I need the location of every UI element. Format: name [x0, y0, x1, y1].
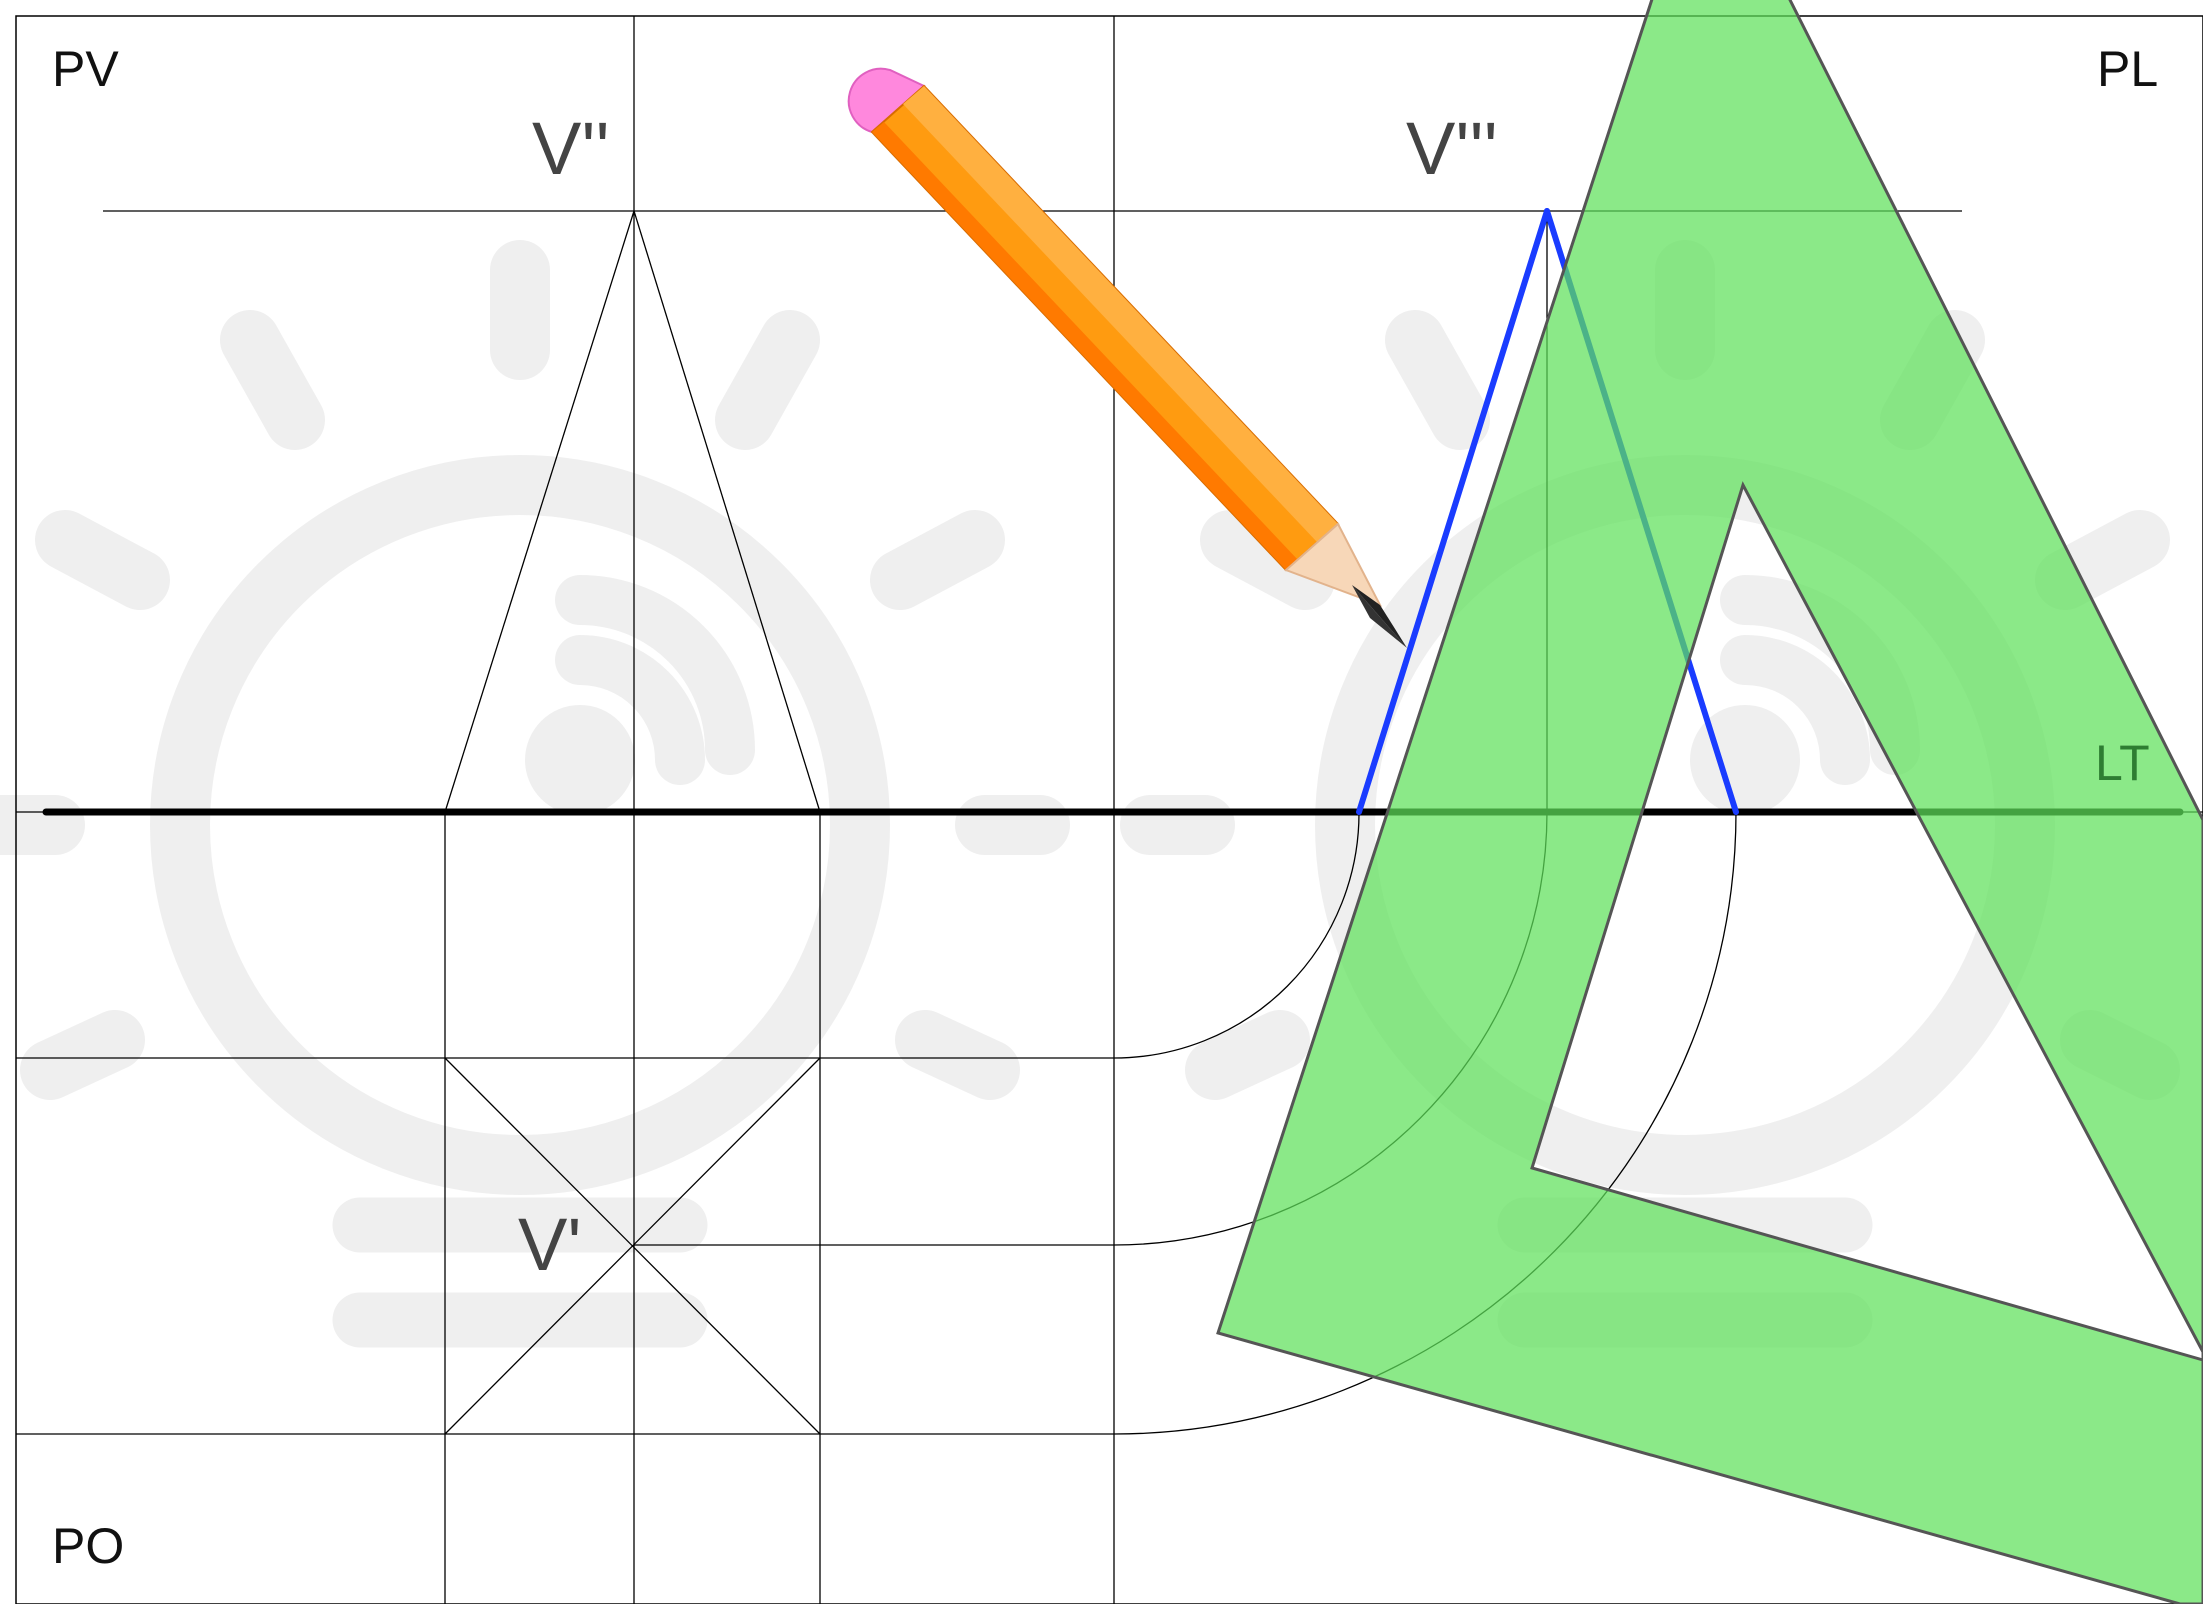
label-pl: PL — [2097, 41, 2158, 97]
label-v-top: V' — [518, 1203, 582, 1286]
label-v-front: V'' — [532, 107, 610, 190]
label-v-side: V''' — [1406, 107, 1498, 190]
drawing-frame — [15, 15, 2203, 1604]
label-lt: LT — [2095, 735, 2150, 791]
set-square[interactable] — [1216, 0, 2203, 1604]
label-pv: PV — [52, 41, 119, 97]
label-po: PO — [52, 1518, 124, 1574]
lightbulb-icon — [0, 240, 1070, 1348]
pencil[interactable] — [847, 67, 1407, 648]
construction-lines — [16, 16, 1962, 1604]
